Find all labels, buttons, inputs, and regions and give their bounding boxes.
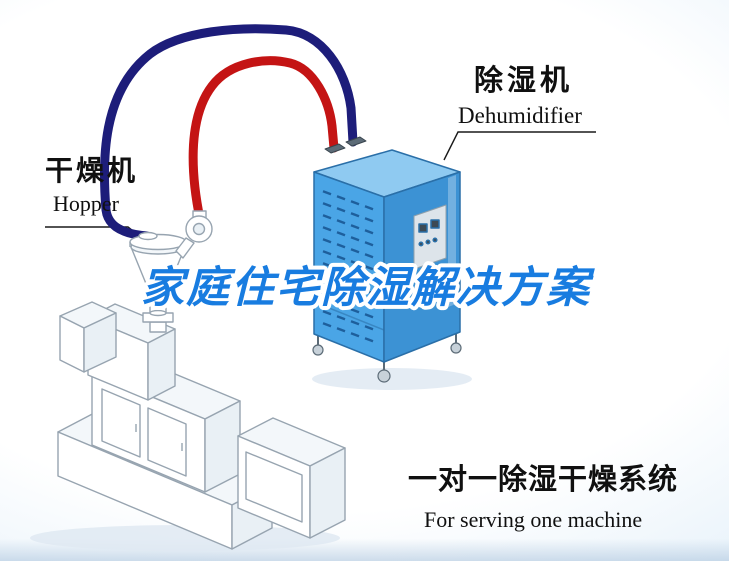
dry-air-pipe	[188, 56, 339, 224]
front-panel-seam	[313, 301, 385, 331]
control-panel	[413, 204, 447, 270]
caster-wheel	[312, 344, 324, 356]
right-unit-side-face	[309, 447, 346, 539]
dryer-callout: 干燥机 Hopper	[45, 155, 139, 217]
right-unit-panel	[245, 451, 303, 523]
dehumidifier-leader-line	[443, 131, 596, 161]
hopper-lid	[129, 233, 187, 251]
cabinet-door	[101, 388, 141, 458]
blower-duct	[175, 237, 195, 259]
extruder-machine	[57, 301, 346, 550]
panel-button	[418, 241, 424, 247]
hopper-stem	[149, 321, 167, 333]
caster-wheel	[377, 369, 391, 383]
dryer-label-cn: 干燥机	[45, 155, 139, 186]
hopper-lid-port	[138, 231, 158, 241]
pipe-connector	[345, 136, 367, 147]
panel-display	[430, 219, 440, 229]
pipe-connector	[324, 143, 346, 154]
tower-side-face	[147, 328, 176, 401]
watermark-text: 家庭住宅除湿解决方案	[141, 264, 595, 312]
system-caption: 一对一除湿干燥系统 For serving one machine	[408, 456, 678, 533]
dehumidifier-unit	[312, 136, 462, 383]
dehumidifier-vents	[322, 190, 374, 343]
panel-button	[432, 237, 438, 243]
hopper-neck-bottom	[149, 309, 167, 317]
caption-en: For serving one machine	[424, 507, 643, 532]
hopper-assembly	[129, 210, 213, 333]
dehumidifier-label-cn: 除湿机	[474, 65, 574, 97]
cabinet-door	[147, 407, 187, 477]
caption-cn: 一对一除湿干燥系统	[408, 464, 679, 496]
caster-wheel	[450, 342, 462, 354]
side-highlight-strip	[448, 175, 456, 307]
dehumidifier-callout: 除湿机 Dehumidifier	[458, 65, 582, 129]
panel-button	[425, 239, 431, 245]
dryer-label-en: Hopper	[53, 190, 119, 216]
panel-display	[418, 223, 428, 233]
dehumidifier-shadow	[312, 368, 472, 390]
guard-side-face	[83, 312, 117, 373]
return-air-pipe	[99, 24, 358, 241]
dehumidifier-label-en: Dehumidifier	[458, 102, 582, 128]
blower-hub	[192, 222, 206, 236]
